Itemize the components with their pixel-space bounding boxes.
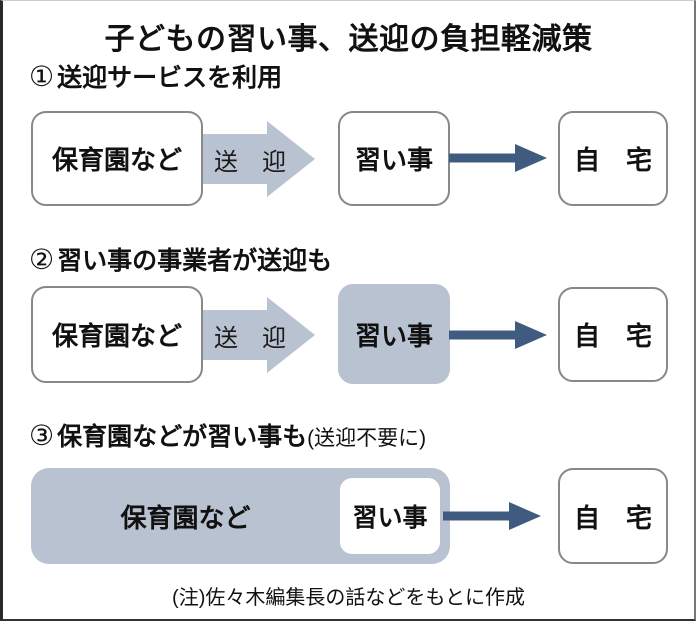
sec1-home-label: 自 宅 bbox=[573, 145, 652, 175]
sec1-origin-label: 保育園など bbox=[51, 145, 182, 175]
section-1-heading-text: 送迎サービスを利用 bbox=[57, 64, 283, 92]
sec1-home-arrow bbox=[449, 144, 547, 172]
section-3-heading-suffix: (送迎不要に) bbox=[307, 427, 427, 450]
sec3-home-label: 自 宅 bbox=[573, 502, 652, 533]
sec2-lesson-box: 習い事 bbox=[338, 284, 450, 384]
sec2-home-arrow bbox=[449, 321, 547, 349]
sec3-lesson-box: 習い事 bbox=[340, 478, 440, 554]
sec1-origin-box: 保育園など bbox=[31, 111, 203, 206]
sec2-home-box: 自 宅 bbox=[558, 287, 668, 382]
section-3-heading-text: 保育園などが習い事も bbox=[57, 423, 308, 451]
sec2-transfer-arrow bbox=[203, 297, 315, 373]
sec2-transfer-label: 送 迎 bbox=[214, 324, 286, 352]
sec1-lesson-label: 習い事 bbox=[354, 145, 433, 175]
sec1-transfer-arrow bbox=[203, 121, 315, 197]
sec3-home-box: 自 宅 bbox=[558, 468, 668, 564]
section-3-number: ③ bbox=[29, 420, 55, 451]
sec2-origin-box: 保育園など bbox=[31, 286, 203, 383]
sec1-transfer-label: 送 迎 bbox=[214, 148, 286, 176]
source-note: (注)佐々木編集長の話などをもとに作成 bbox=[172, 587, 525, 609]
sec1-home-box: 自 宅 bbox=[558, 111, 668, 206]
sec3-combined-box: 保育園など 習い事 bbox=[31, 468, 450, 564]
sec3-lesson-label: 習い事 bbox=[352, 504, 428, 532]
figure-title: 子どもの習い事、送迎の負担軽減策 bbox=[104, 23, 593, 56]
sec2-home-label: 自 宅 bbox=[573, 321, 652, 351]
sec1-lesson-box: 習い事 bbox=[338, 111, 450, 206]
section-2-heading-text: 習い事の事業者が送迎も bbox=[57, 247, 333, 275]
sec3-origin-label: 保育園など bbox=[120, 502, 251, 533]
section-2-number: ② bbox=[29, 244, 55, 275]
sec2-origin-label: 保育園など bbox=[51, 321, 182, 351]
sec3-home-arrow bbox=[443, 502, 541, 530]
section-1-number: ① bbox=[29, 61, 55, 92]
sec2-lesson-label: 習い事 bbox=[354, 320, 433, 351]
